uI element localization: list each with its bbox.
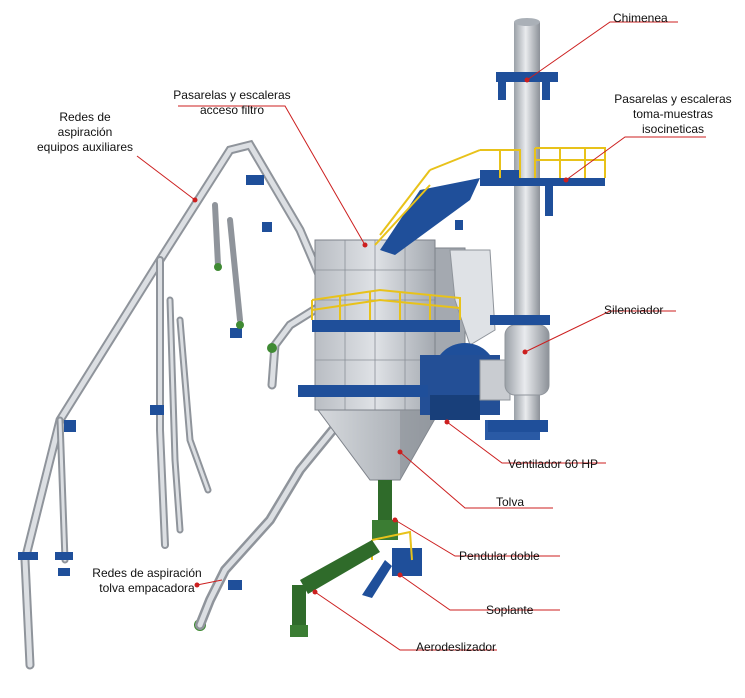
label-pendular: Pendular doble <box>459 549 540 563</box>
label-pasarelas-filtro: Pasarelas y escaleras acceso filtro <box>172 88 292 118</box>
label-redes-tolva-line1: Redes de aspiración <box>92 566 202 580</box>
label-redes-auxiliares: Redes de aspiración equipos auxiliares <box>30 110 140 155</box>
label-soplante: Soplante <box>486 603 534 617</box>
label-redes-auxiliares-line3: equipos auxiliares <box>36 140 134 154</box>
label-tolva: Tolva <box>496 495 525 509</box>
label-aerodeslizador: Aerodeslizador <box>416 640 497 654</box>
label-pasarelas-toma-line1: Pasarelas y escaleras <box>614 92 732 106</box>
airslide <box>290 540 380 637</box>
walkway-upper <box>374 147 606 255</box>
walkway-filter <box>298 288 461 397</box>
label-pasarelas-toma-line3: isocineticas <box>641 122 705 136</box>
leader-markers <box>192 77 569 595</box>
label-silenciador: Silenciador <box>604 303 664 317</box>
chimney <box>488 18 558 432</box>
hopper-shadow <box>400 410 440 480</box>
label-redes-auxiliares-line2: aspiración <box>57 125 113 139</box>
label-chimenea: Chimenea <box>613 11 668 25</box>
label-redes-tolva-line2: tolva empacadora <box>99 581 195 595</box>
label-pasarelas-toma: Pasarelas y escaleras toma-muestras isoc… <box>614 92 732 137</box>
label-pasarelas-toma-line2: toma-muestras <box>632 107 714 121</box>
aspiration-network-hopper <box>195 410 350 630</box>
leader-lines <box>136 21 706 651</box>
label-pasarelas-filtro-line1: Pasarelas y escaleras <box>173 88 291 102</box>
label-redes-auxiliares-line1: Redes de <box>59 110 111 124</box>
pendular-valve <box>372 480 398 540</box>
fan-assembly <box>420 249 540 440</box>
blower <box>362 530 422 598</box>
support-frames-left <box>18 175 272 576</box>
aspiration-network-auxiliary <box>20 139 335 670</box>
label-pasarelas-filtro-line2: acceso filtro <box>199 103 265 117</box>
label-redes-tolva: Redes de aspiración tolva empacadora <box>83 566 211 596</box>
label-ventilador: Ventilador 60 HP <box>508 457 599 471</box>
